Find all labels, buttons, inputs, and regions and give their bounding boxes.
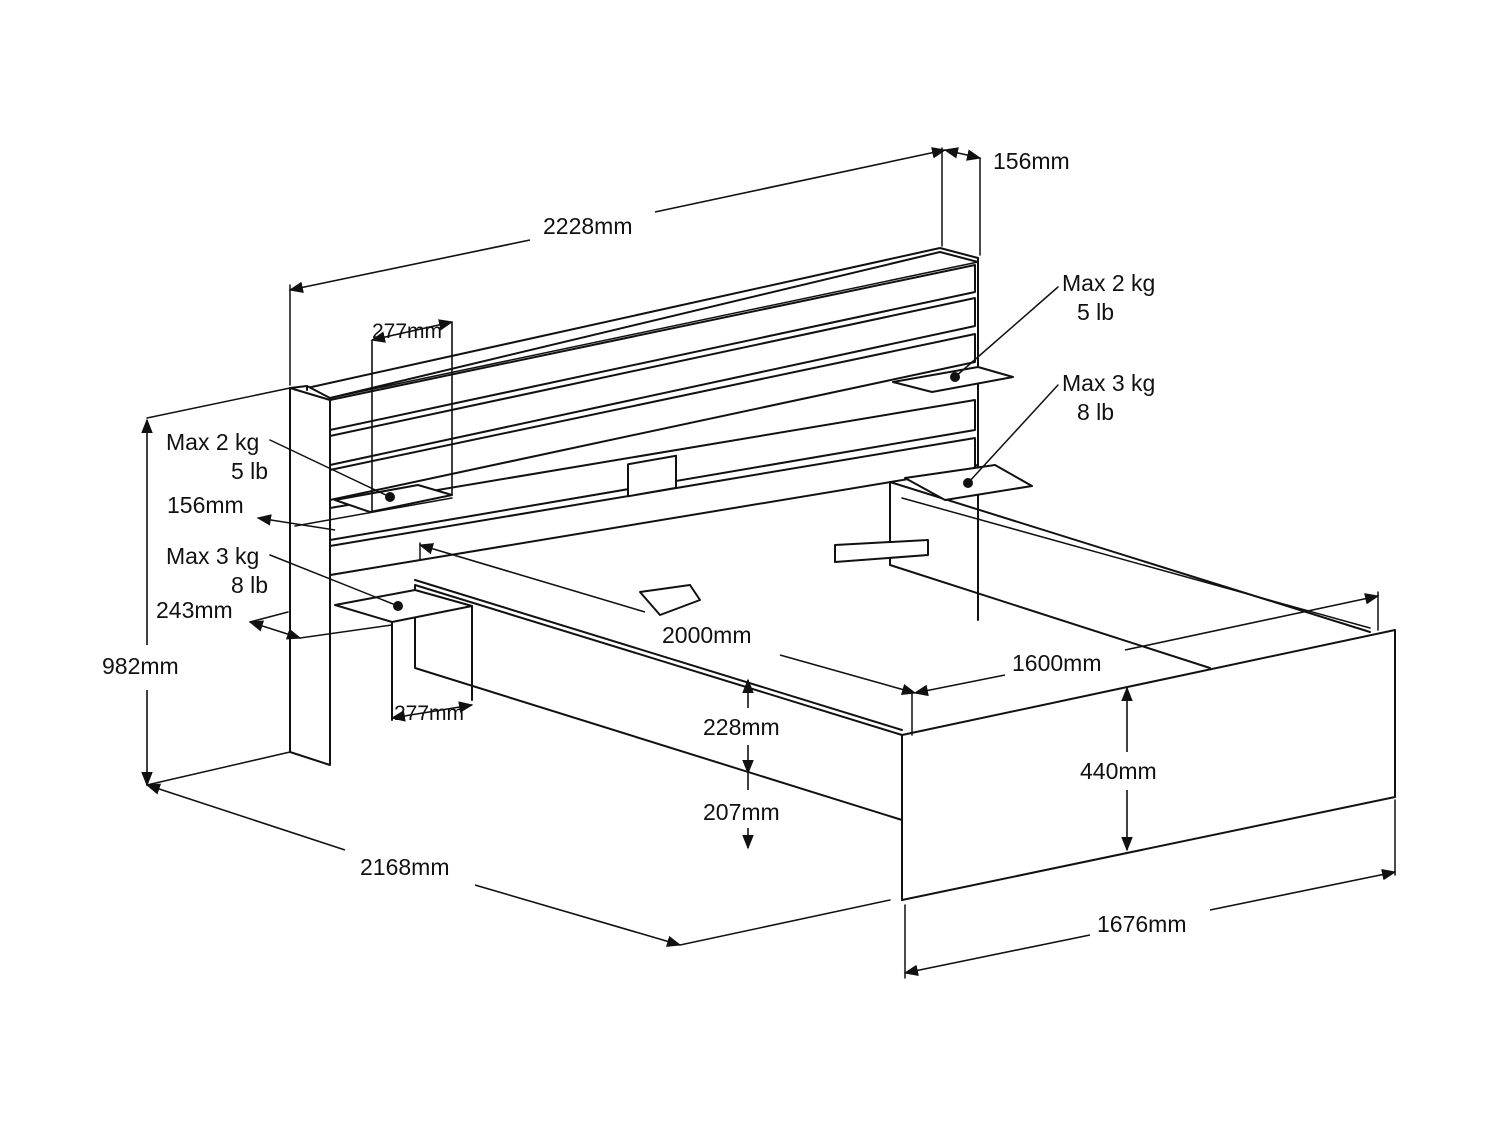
dimension-lines	[141, 147, 1397, 979]
label-right-upper-kg: Max 2 kg	[1062, 270, 1155, 296]
label-total-height: 982mm	[102, 653, 179, 679]
label-total-length: 2168mm	[360, 854, 449, 880]
left-lower-shelf	[334, 589, 473, 721]
side-bracket	[834, 539, 929, 563]
label-lower-shelf-depth: 243mm	[156, 597, 233, 623]
label-upper-shelf-depth: 156mm	[167, 492, 244, 518]
label-left-lower-lb: 8 lb	[231, 572, 268, 598]
label-headboard-width: 2228mm	[543, 213, 632, 239]
label-right-upper-lb: 5 lb	[1077, 299, 1114, 325]
load-labels: Max 2 kg 5 lb Max 3 kg 8 lb Max 2 kg 5 l…	[166, 270, 1155, 598]
label-upper-shelf-width: 277mm	[372, 320, 442, 343]
label-left-upper-lb: 5 lb	[231, 458, 268, 484]
label-total-width: 1676mm	[1097, 911, 1186, 937]
label-footboard-height: 440mm	[1080, 758, 1157, 784]
label-mattress-length: 2000mm	[662, 622, 751, 648]
center-bracket	[627, 454, 701, 616]
left-post	[289, 385, 331, 766]
label-right-lower-kg: Max 3 kg	[1062, 370, 1155, 396]
dimension-labels: 2228mm 156mm 277mm 156mm 243mm 277mm 982…	[102, 148, 1186, 937]
label-rail-height: 228mm	[703, 714, 780, 740]
label-left-upper-kg: Max 2 kg	[166, 429, 259, 455]
label-mattress-width: 1600mm	[1012, 650, 1101, 676]
bed-frame	[289, 247, 1396, 901]
label-left-lower-kg: Max 3 kg	[166, 543, 259, 569]
label-right-lower-lb: 8 lb	[1077, 399, 1114, 425]
left-rail	[414, 584, 903, 821]
label-headboard-depth: 156mm	[993, 148, 1070, 174]
label-lower-shelf-width: 277mm	[394, 702, 464, 725]
label-floor-clearance: 207mm	[703, 799, 780, 825]
